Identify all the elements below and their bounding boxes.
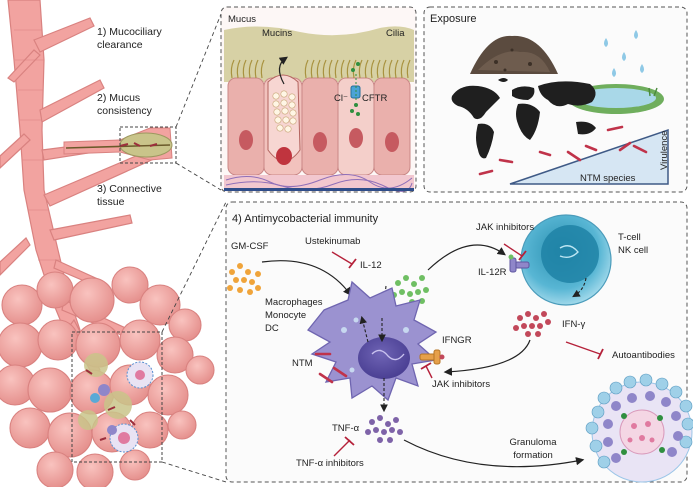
label-ifn-gamma: IFN-γ	[562, 319, 586, 330]
label-chloride: Cl⁻	[334, 93, 348, 104]
label-exposure: Exposure	[430, 13, 477, 25]
label-monocyte: Monocyte	[265, 310, 307, 321]
ifng-molecules	[513, 311, 551, 337]
mucus-bronchus	[63, 126, 177, 164]
tcell	[520, 214, 612, 306]
gmcsf-molecules	[227, 263, 261, 295]
label-ntm-species: NTM species	[580, 173, 636, 184]
label-antimycobacterial-immunity: 4) Antimycobacterial immunity	[232, 213, 379, 225]
label-il-12: IL-12	[360, 260, 382, 271]
label-mucus-consistency: 2) Mucus consistency	[97, 92, 152, 117]
il12r-receptor	[508, 254, 530, 273]
exposure-panel	[423, 6, 688, 193]
tnfa-molecules	[365, 415, 403, 443]
label-ntm: NTM	[292, 358, 313, 369]
granuloma	[585, 373, 693, 483]
label-gm-csf: GM-CSF	[231, 241, 269, 252]
label-mucociliary-clearance: 1) Mucociliary clearance	[97, 26, 162, 51]
label-ifngr: IFNGR	[442, 335, 472, 346]
label-dc: DC	[265, 323, 279, 334]
label-macrophages: Macrophages	[265, 297, 323, 308]
label-tnf-alpha: TNF-α	[332, 423, 360, 434]
label-cilia: Cilia	[386, 28, 405, 39]
alveoli-infection	[71, 331, 163, 463]
ifngr-receptor	[419, 349, 445, 365]
label-t-cell: T-cell	[618, 232, 641, 243]
callout-lines	[161, 13, 227, 483]
label-mucus: Mucus	[228, 14, 256, 25]
label-autoantibodies: Autoantibodies	[612, 350, 675, 361]
label-jak-inhibitors-top: JAK inhibitors	[476, 222, 535, 233]
label-nk-cell: NK cell	[618, 245, 649, 256]
label-granuloma-formation: Granuloma formation	[509, 437, 557, 461]
label-tnf-alpha-inhibitors: TNF-α inhibitors	[296, 458, 364, 469]
label-ustekinumab: Ustekinumab	[305, 236, 361, 247]
label-connective-tissue: 3) Connective tissue	[97, 183, 162, 208]
epithelium-panel	[220, 6, 417, 193]
label-mucins: Mucins	[262, 28, 293, 39]
label-virulence: Virulence	[659, 130, 670, 170]
alveoli-cluster	[0, 266, 215, 487]
label-il-12r: IL-12R	[478, 267, 507, 278]
label-jak-inhibitors-bottom: JAK inhibitors	[432, 379, 491, 390]
immunity-panel	[225, 201, 693, 483]
label-cftr: CFTR	[362, 93, 388, 104]
